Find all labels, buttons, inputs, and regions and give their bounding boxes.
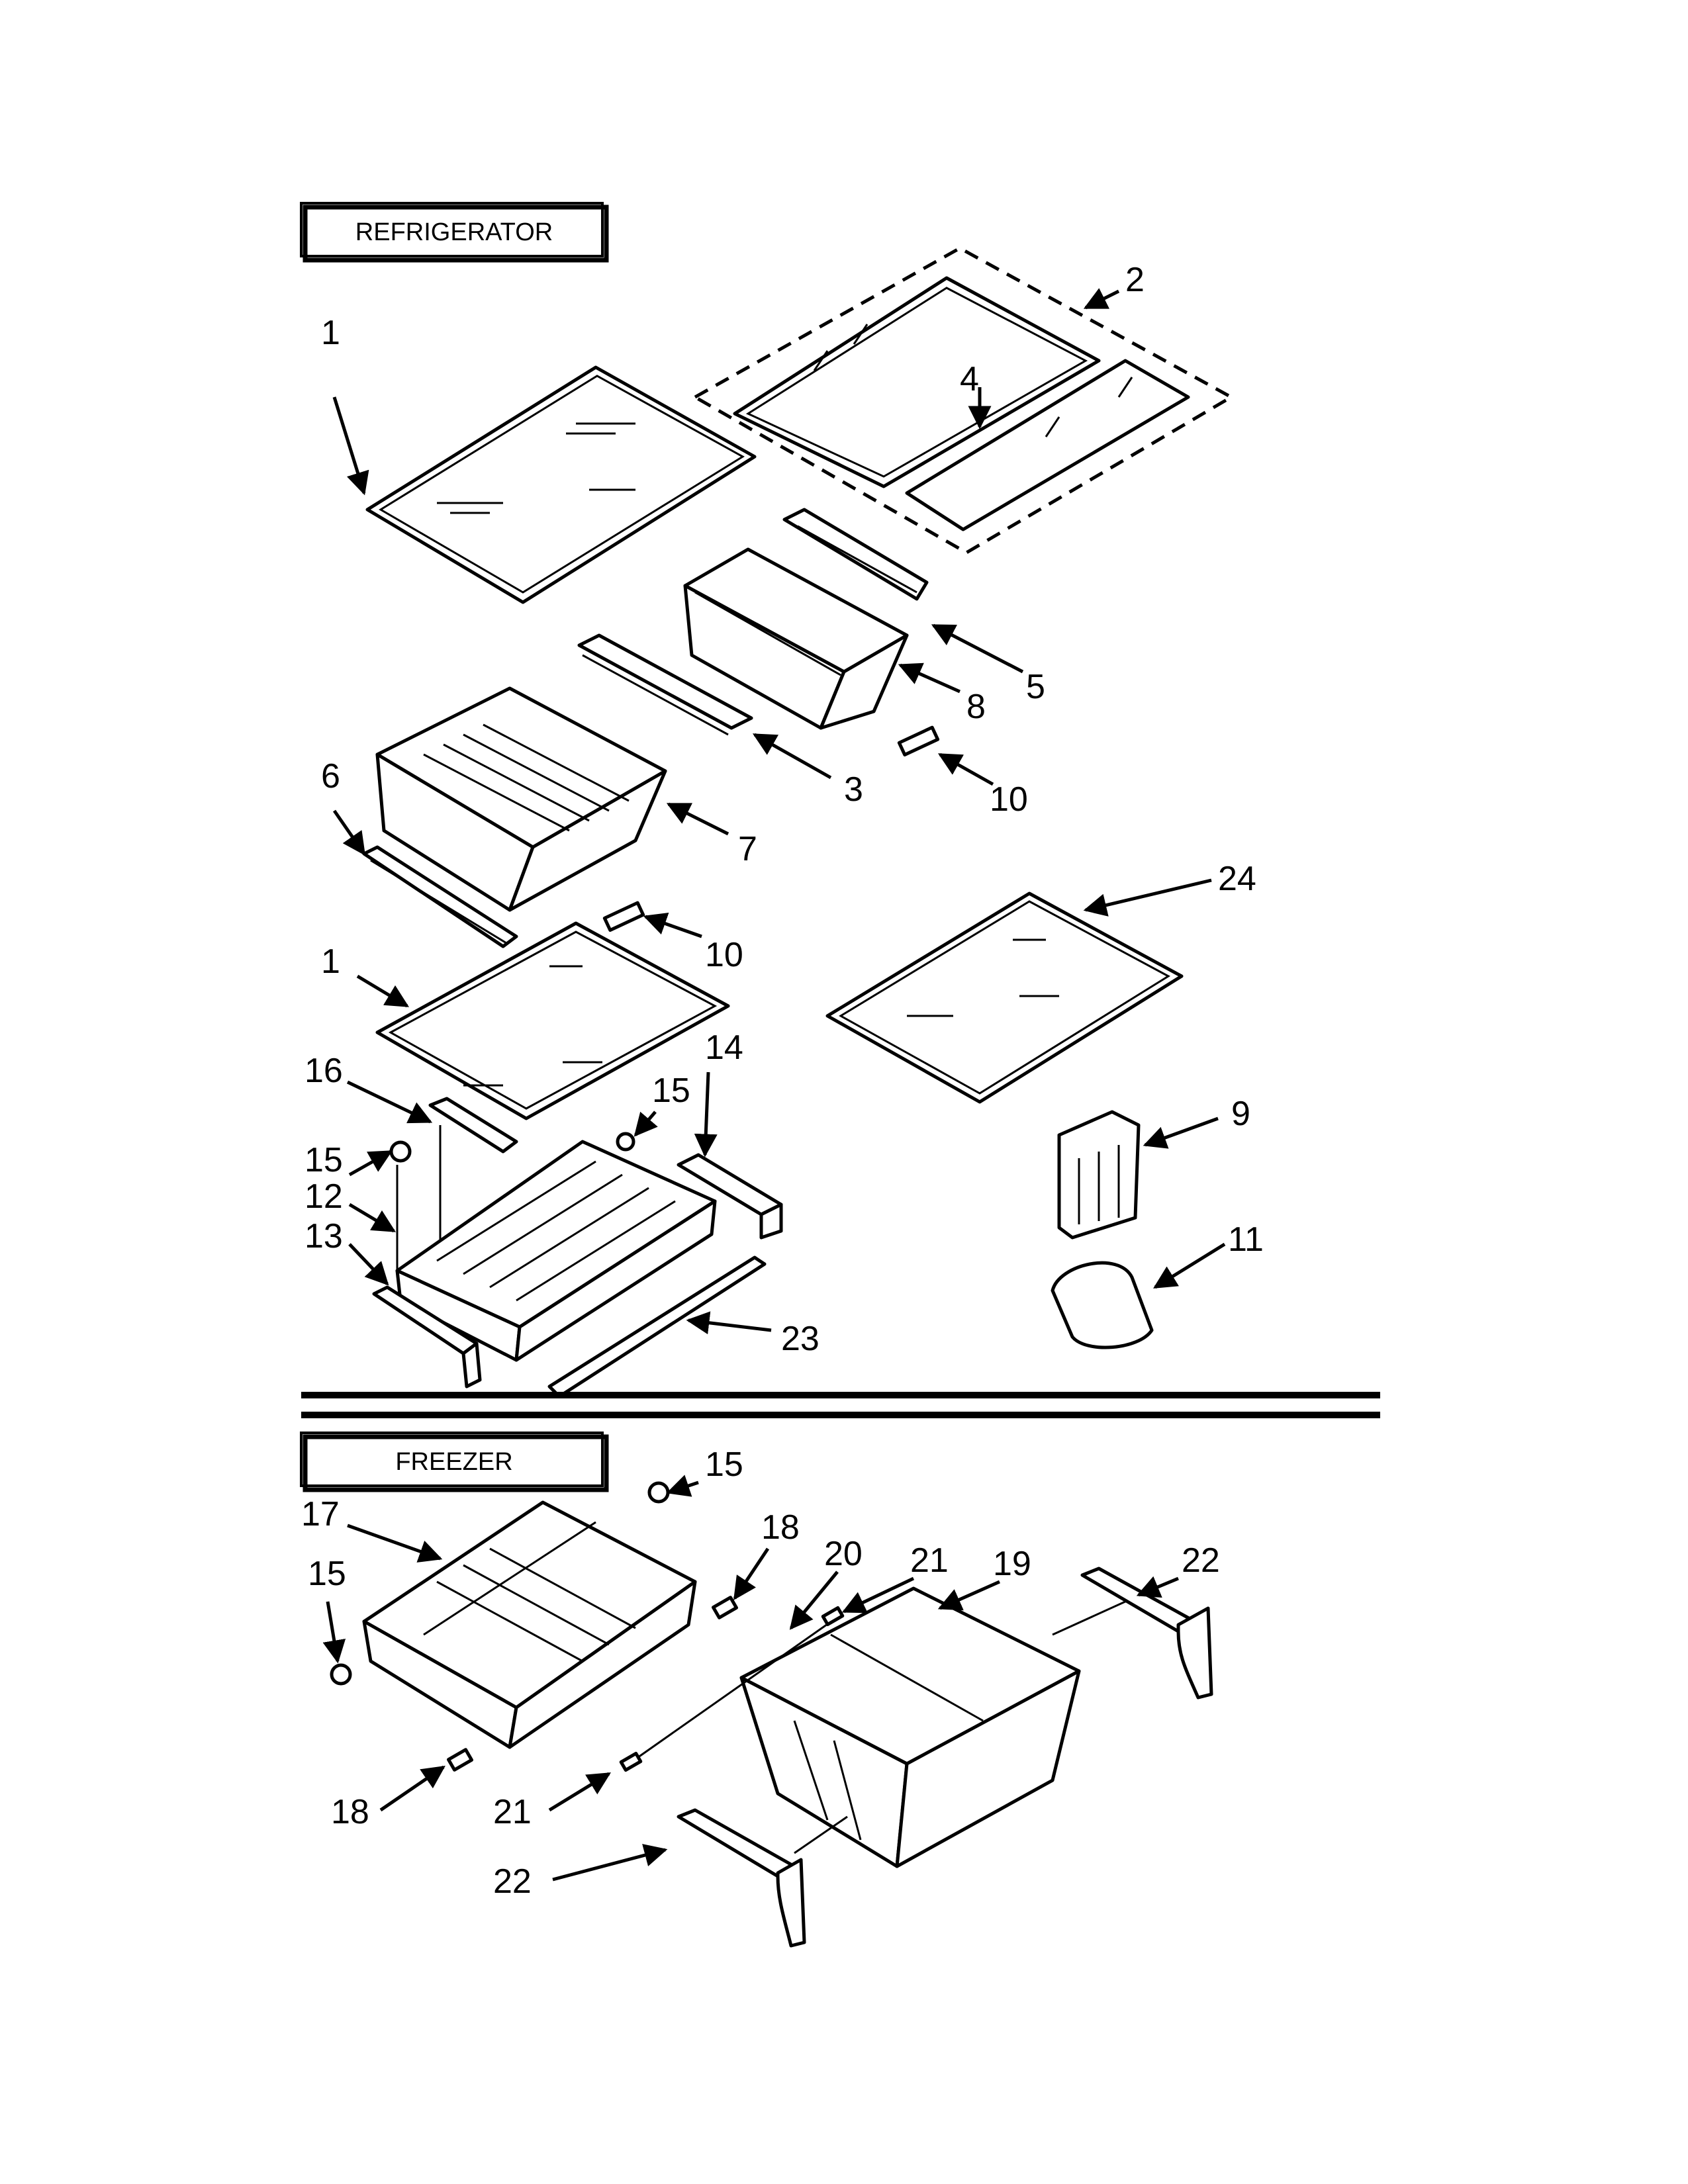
callout-15-d: 15 [308, 1555, 346, 1593]
callout-22-b: 22 [493, 1862, 532, 1901]
air-filter-housing [1057, 1110, 1141, 1240]
drawer-rod [389, 1140, 412, 1277]
drawer-stop-top [897, 725, 940, 756]
crisper-rail-right [782, 508, 929, 601]
crisper-cover-strip [577, 633, 753, 736]
refrigerator-label: REFRIGERATOR [355, 218, 553, 246]
callout-11: 11 [1228, 1220, 1264, 1259]
callout-3: 3 [844, 770, 863, 809]
freezer-slide-right [1080, 1567, 1213, 1700]
callout-17: 17 [301, 1495, 340, 1533]
callout-4: 4 [960, 360, 979, 398]
callout-15-a: 15 [305, 1141, 343, 1179]
drawer-slide-right [677, 1153, 783, 1240]
leader-lines-freezer [322, 1475, 1179, 1882]
callout-10-top: 10 [990, 780, 1028, 819]
callout-18-a: 18 [761, 1508, 800, 1547]
callout-numbers: 1 2 4 5 8 3 10 6 7 10 24 1 16 15 14 15 1… [301, 261, 1264, 1901]
callout-5: 5 [1026, 668, 1045, 706]
callout-22-a: 22 [1182, 1541, 1220, 1580]
glass-shelf-top [365, 365, 757, 604]
section-divider [301, 1392, 1380, 1418]
callout-23: 23 [781, 1320, 820, 1358]
callout-2: 2 [1125, 261, 1145, 299]
callout-1-top: 1 [321, 314, 340, 352]
callout-13: 13 [305, 1217, 343, 1255]
callout-18-b: 18 [331, 1793, 369, 1831]
crisper-drawer-large [375, 686, 667, 912]
freezer-rods [330, 1481, 1126, 1854]
callout-19: 19 [993, 1545, 1031, 1583]
callout-6: 6 [321, 757, 340, 796]
refrigerator-section-label: REFRIGERATOR [300, 202, 609, 263]
crisper-rail-left [362, 845, 518, 948]
callout-16: 16 [305, 1052, 343, 1090]
callout-15-c: 15 [705, 1445, 743, 1484]
callout-9: 9 [1231, 1095, 1250, 1133]
freezer-section-label: FREEZER [300, 1432, 609, 1492]
callout-20: 20 [824, 1535, 863, 1573]
callout-7: 7 [738, 830, 757, 868]
callout-14: 14 [705, 1028, 743, 1067]
callout-8: 8 [966, 688, 986, 726]
freezer-label: FREEZER [395, 1448, 512, 1476]
callout-24: 24 [1218, 860, 1256, 898]
callout-15-b: 15 [652, 1071, 690, 1110]
crisper-drawer-small [683, 547, 909, 730]
freezer-basket-lower [739, 1586, 1081, 1868]
deli-drawer [395, 1132, 717, 1362]
callout-12: 12 [305, 1177, 343, 1216]
callout-21-b: 21 [493, 1793, 532, 1831]
split-shelf-assembly [691, 246, 1235, 555]
freezer-slide-left [677, 1808, 806, 1948]
air-filter [1051, 1261, 1154, 1349]
callout-21-a: 21 [910, 1541, 949, 1580]
drawer-stop-lower [602, 901, 645, 932]
glass-shelf-right [825, 891, 1184, 1104]
callout-1-lower: 1 [321, 942, 340, 981]
freezer-basket-upper [362, 1500, 697, 1749]
drawer-slide-left [372, 1285, 482, 1388]
leader-lines-refrigerator [332, 288, 1226, 1335]
glass-shelf-lower [375, 921, 730, 1120]
callout-10-lower: 10 [705, 936, 743, 974]
